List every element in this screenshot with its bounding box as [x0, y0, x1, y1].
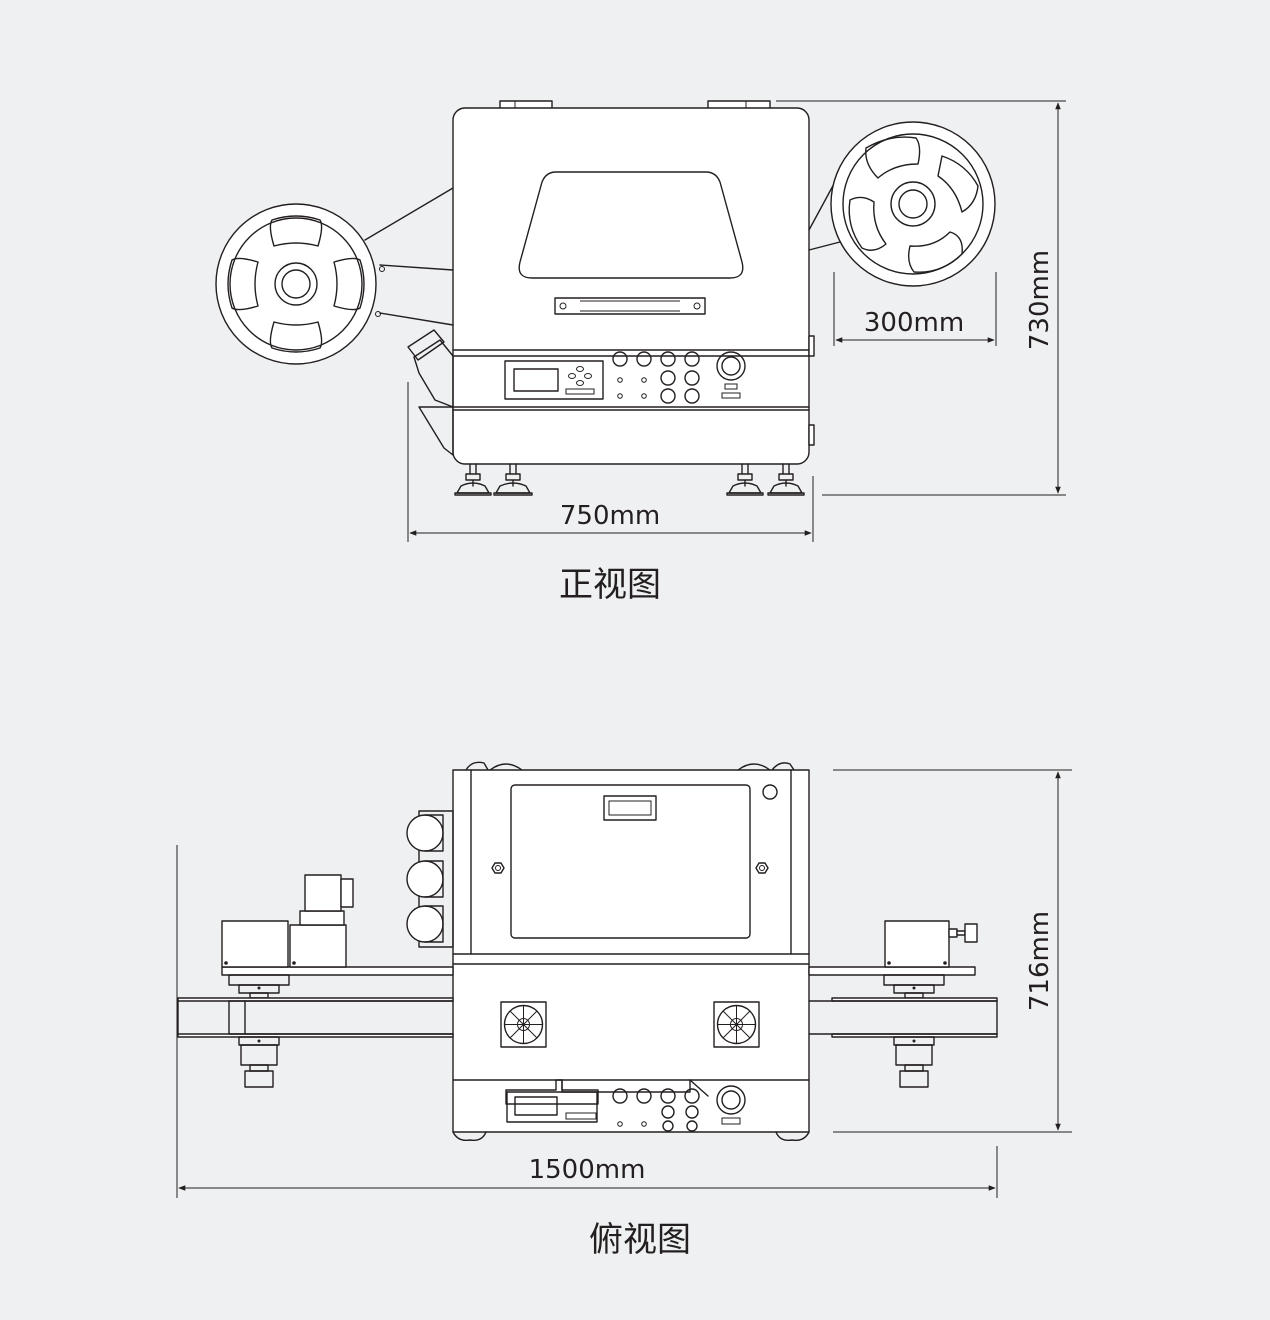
fan-icon — [713, 1001, 760, 1048]
dimension-depth: 716mm — [833, 769, 1072, 1133]
reel-diameter-label: 300mm — [864, 308, 964, 338]
dimension-reel: 300mm — [833, 272, 997, 346]
top-control-strip — [505, 1079, 746, 1132]
lid-bolts — [491, 862, 769, 874]
viewing-window — [518, 171, 744, 279]
right-arm — [808, 920, 998, 1088]
right-reel — [808, 121, 996, 287]
top-view-caption: 俯视图 — [589, 1220, 691, 1260]
front-width-label: 750mm — [560, 501, 660, 531]
lid-panel — [510, 784, 751, 939]
emergency-stop-icon — [716, 351, 746, 381]
front-height-label: 730mm — [1025, 250, 1055, 350]
left-arm — [177, 874, 454, 1088]
top-depth-label: 716mm — [1025, 911, 1055, 1011]
left-feeder — [407, 329, 454, 456]
top-view: 716mm 1500mm 俯视图 — [176, 761, 1072, 1260]
fan-icon — [500, 1001, 547, 1048]
control-panel — [504, 351, 746, 404]
side-canisters — [406, 810, 454, 948]
dimension-width: 750mm — [407, 382, 814, 542]
left-reel — [215, 187, 454, 365]
dimension-total-width: 1500mm — [176, 845, 998, 1198]
front-view-caption: 正视图 — [559, 565, 661, 605]
front-view: 730mm 300mm 750mm 正视图 — [215, 100, 1066, 605]
top-width-label: 1500mm — [529, 1155, 646, 1185]
door-handle — [554, 297, 706, 315]
dimension-height: 730mm — [776, 100, 1066, 496]
machine-feet — [454, 463, 805, 496]
top-body — [452, 769, 810, 1133]
